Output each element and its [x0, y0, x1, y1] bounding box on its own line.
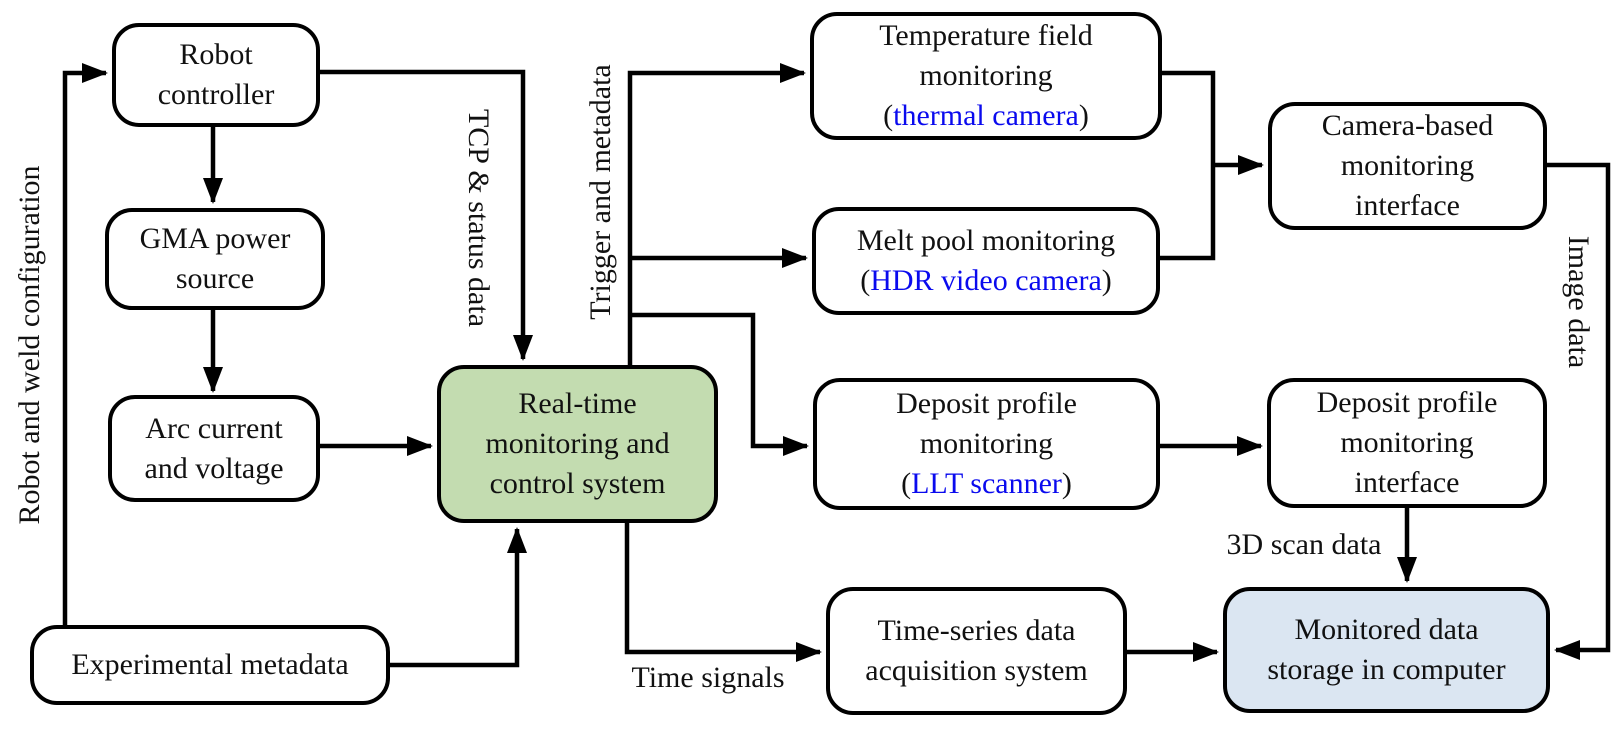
node-label-line: monitoring and: [485, 427, 670, 460]
edge-label-tcp-status-data: TCP & status data: [462, 108, 495, 328]
node-label-line: GMA power: [139, 222, 291, 255]
node-label-line: and voltage: [144, 451, 284, 485]
device-line: (thermal camera): [883, 96, 1089, 136]
node-label-line: interface: [1355, 189, 1460, 222]
node-label-line: source: [175, 262, 255, 295]
node-arc-current-voltage: Arc current and voltage: [108, 395, 320, 502]
node-label-line: interface: [1354, 466, 1460, 499]
node-experimental-metadata: Experimental metadata: [30, 625, 390, 705]
node-timeseries-acquisition: Time-series data acquisition system: [826, 587, 1127, 715]
node-label-line: controller: [157, 78, 275, 111]
device-name: HDR video camera: [870, 264, 1102, 297]
node-robot-controller: Robot controller: [112, 23, 320, 127]
edge-label-time-signals: Time signals: [631, 661, 785, 694]
node-temperature-field-monitoring: Temperature field monitoring (thermal ca…: [810, 12, 1162, 140]
node-label-line: Arc current: [145, 411, 283, 445]
edge-robot-tcp-to-rtmcs: [320, 69, 533, 361]
node-deposit-profile-monitoring: Deposit profile monitoring (LLT scanner): [813, 378, 1160, 510]
node-label-line: monitoring: [1340, 426, 1474, 459]
node-gma-power-source: GMA power source: [105, 208, 325, 310]
paren-close: ): [1078, 99, 1089, 132]
node-camera-monitoring-interface: Camera-based monitoring interface: [1268, 102, 1547, 230]
edge-camera-merge: [1160, 70, 1216, 261]
node-deposit-monitoring-interface: Deposit profile monitoring interface: [1267, 378, 1547, 508]
paren-open: (: [901, 467, 912, 500]
node-label-line: storage in computer: [1267, 653, 1506, 686]
edge-label-3d-scan-data: 3D scan data: [1226, 528, 1382, 561]
node-realtime-monitoring-control: Real-time monitoring and control system: [437, 365, 718, 523]
node-label-line: Camera-based: [1321, 109, 1494, 142]
node-label-line: Melt pool monitoring: [856, 224, 1116, 257]
edge-label-image-data: Image data: [1562, 235, 1595, 369]
node-label-line: monitoring: [919, 59, 1053, 92]
edge-metadata-to-rtmcs: [390, 527, 527, 668]
edge-trigger-to-deposit: [630, 312, 809, 456]
node-label-line: Experimental metadata: [71, 648, 349, 681]
edge-timesignals-to-timeseries: [624, 523, 822, 662]
device-line: (HDR video camera): [860, 261, 1112, 301]
edge-label-trigger-and-metadata: Trigger and metadata: [584, 64, 617, 320]
node-label-line: acquisition system: [865, 654, 1088, 687]
paren-close: ): [1061, 467, 1072, 500]
node-label-line: Deposit profile: [896, 387, 1077, 420]
node-label-line: Monitored data: [1294, 613, 1479, 646]
node-label-line: monitoring: [919, 427, 1054, 460]
node-label-line: Temperature field: [879, 19, 1093, 52]
paren-close: ): [1101, 264, 1112, 297]
edge-imagedata-to-storage: [1547, 162, 1611, 660]
device-line: (LLT scanner): [901, 464, 1072, 504]
node-label-line: monitoring: [1340, 149, 1475, 182]
edge-trigger-to-temp: [627, 63, 806, 365]
node-label-line: Real-time: [518, 387, 637, 420]
node-monitored-data-storage: Monitored data storage in computer: [1223, 587, 1550, 713]
edge-config-to-robot: [62, 63, 108, 625]
node-label-line: control system: [489, 467, 666, 500]
device-name: LLT scanner: [911, 467, 1062, 500]
edge-label-robot-weld-configuration: Robot and weld configuration: [13, 165, 46, 525]
node-label-line: Time-series data: [877, 614, 1076, 647]
device-name: thermal camera: [893, 99, 1079, 132]
paren-open: (: [860, 264, 871, 297]
paren-open: (: [883, 99, 894, 132]
node-label-line: Deposit profile: [1316, 386, 1498, 419]
node-label-line: Robot: [179, 38, 253, 71]
node-melt-pool-monitoring: Melt pool monitoring (HDR video camera): [812, 207, 1160, 315]
